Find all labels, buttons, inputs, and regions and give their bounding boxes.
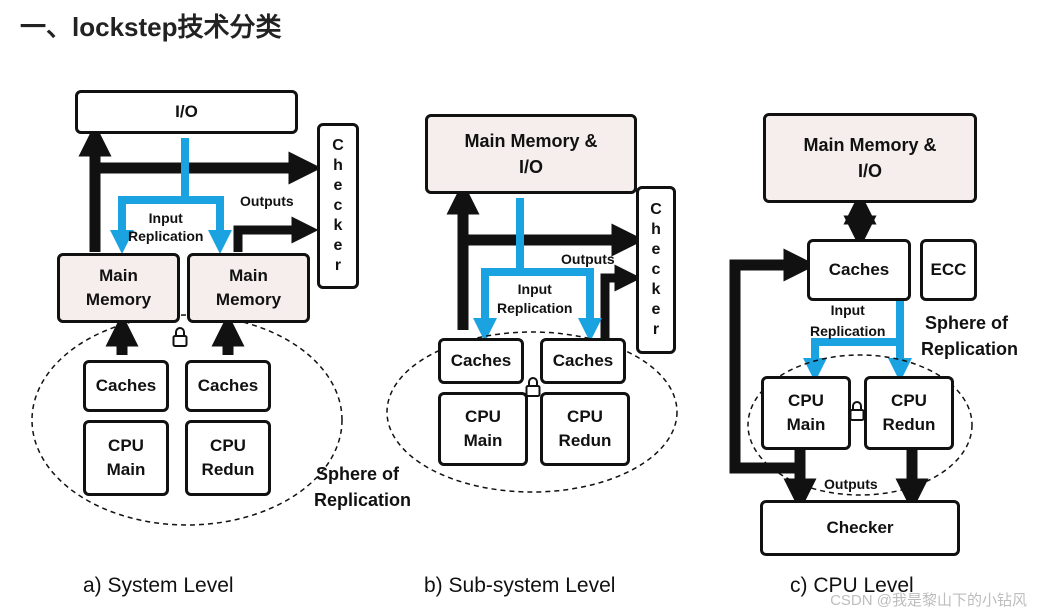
c-replication-text: Replication [810,323,886,339]
a-caches-2: Caches [185,360,271,412]
b-mmio-line1: Main Memory & [464,131,598,151]
a-cpu-main-line2: Main [106,460,146,479]
caption-c: c) CPU Level [790,574,914,597]
a-io-box: I/O [75,90,298,134]
c-mmio-line2: I/O [857,161,882,181]
panel-b-arrows [386,181,678,493]
a-input-replication-label: Input Replication [128,209,203,245]
b-caches-2: Caches [540,338,626,384]
b-cpu-main: CPU Main [438,392,528,466]
c-cpu-main-line1: CPU [788,391,824,410]
c-mmio-line1: Main Memory & [803,135,937,155]
page-heading: 一、lockstep技术分类 [20,12,282,42]
b-caches2-label: Caches [552,351,614,370]
panel-a-arrows [31,123,343,526]
b-checker-char: h [651,221,661,238]
a-cpu-redun-line1: CPU [210,436,246,455]
a-input-text: Input [148,210,183,226]
a-io-label: I/O [175,102,198,121]
a-mm2-line1: Main [229,266,268,285]
b-checker-char: C [650,201,662,218]
b-outputs-label: Outputs [561,251,615,267]
a-sphere-line1: Sphere of [316,464,400,484]
a-mm1-line1: Main [99,266,138,285]
b-input-text: Input [517,281,552,297]
c-outputs-label: Outputs [824,476,878,492]
c-cpu-main-line2: Main [786,415,826,434]
b-checker-char: k [651,281,661,298]
b-cpu-main-line1: CPU [465,407,501,426]
b-checker-char: r [652,321,660,338]
b-checker-box: C h e c k e r [636,186,676,354]
a-lock-icon [172,327,188,347]
b-cpu-redun-line1: CPU [567,407,603,426]
b-checker-char: c [651,261,661,278]
c-caches-label: Caches [828,260,890,279]
a-replication-text: Replication [128,228,204,244]
c-sphere-label: Sphere of Replication [921,310,1018,362]
b-input-replication-label: Input Replication [497,280,572,318]
c-cpu-redun: CPU Redun [864,376,954,450]
a-main-memory-1: Main Memory [57,253,180,323]
b-replication-text: Replication [497,300,573,316]
c-input-text: Input [830,302,865,318]
c-input-replication-label: Input Replication [810,300,885,342]
a-checker-char: k [333,217,343,234]
a-checker-char: e [333,177,343,194]
a-checker-char: r [334,257,342,274]
c-cpu-main: CPU Main [761,376,851,450]
b-main-memory-io: Main Memory & I/O [425,114,637,194]
b-mmio-line2: I/O [518,157,543,177]
a-outputs-label: Outputs [240,193,294,209]
b-caches-1: Caches [438,338,524,384]
a-caches1-label: Caches [95,376,157,395]
a-cpu-redun-line2: Redun [201,460,255,479]
a-checker-box: C h e c k e r [317,123,359,289]
a-sphere-line2: Replication [314,490,412,510]
a-checker-char: e [333,237,343,254]
c-cpu-redun-line2: Redun [882,415,936,434]
a-caches-1: Caches [83,360,169,412]
b-cpu-redun-line2: Redun [558,431,612,450]
b-checker-char: e [651,301,661,318]
b-cpu-main-line2: Main [463,431,503,450]
a-checker-char: C [332,137,344,154]
a-checker-char: h [333,157,343,174]
c-sphere-line2: Replication [921,339,1019,359]
b-checker-char: e [651,241,661,258]
a-checker-char: c [333,197,343,214]
c-sphere-line1: Sphere of [925,313,1009,333]
panel-c-arrows [729,191,973,512]
watermark: CSDN @我是黎山下的小钻风 [830,592,1027,609]
a-caches2-label: Caches [197,376,259,395]
a-sphere-label: Sphere of Replication [314,461,411,513]
a-cpu-redun: CPU Redun [185,420,271,496]
c-checker-label: Checker [826,518,894,537]
b-cpu-redun: CPU Redun [540,392,630,466]
c-cpu-redun-line1: CPU [891,391,927,410]
c-caches: Caches [807,239,911,301]
a-cpu-main: CPU Main [83,420,169,496]
caption-b: b) Sub-system Level [424,574,616,597]
c-lock-icon [849,401,865,421]
c-checker-box: Checker [760,500,960,556]
b-lock-icon [525,377,541,397]
a-mm1-line2: Memory [85,290,152,309]
b-caches1-label: Caches [450,351,512,370]
a-cpu-main-line1: CPU [108,436,144,455]
a-main-memory-2: Main Memory [187,253,310,323]
c-main-memory-io: Main Memory & I/O [763,113,977,203]
c-ecc-label: ECC [930,260,967,279]
caption-a: a) System Level [83,574,234,597]
c-ecc: ECC [920,239,977,301]
a-mm2-line2: Memory [215,290,282,309]
